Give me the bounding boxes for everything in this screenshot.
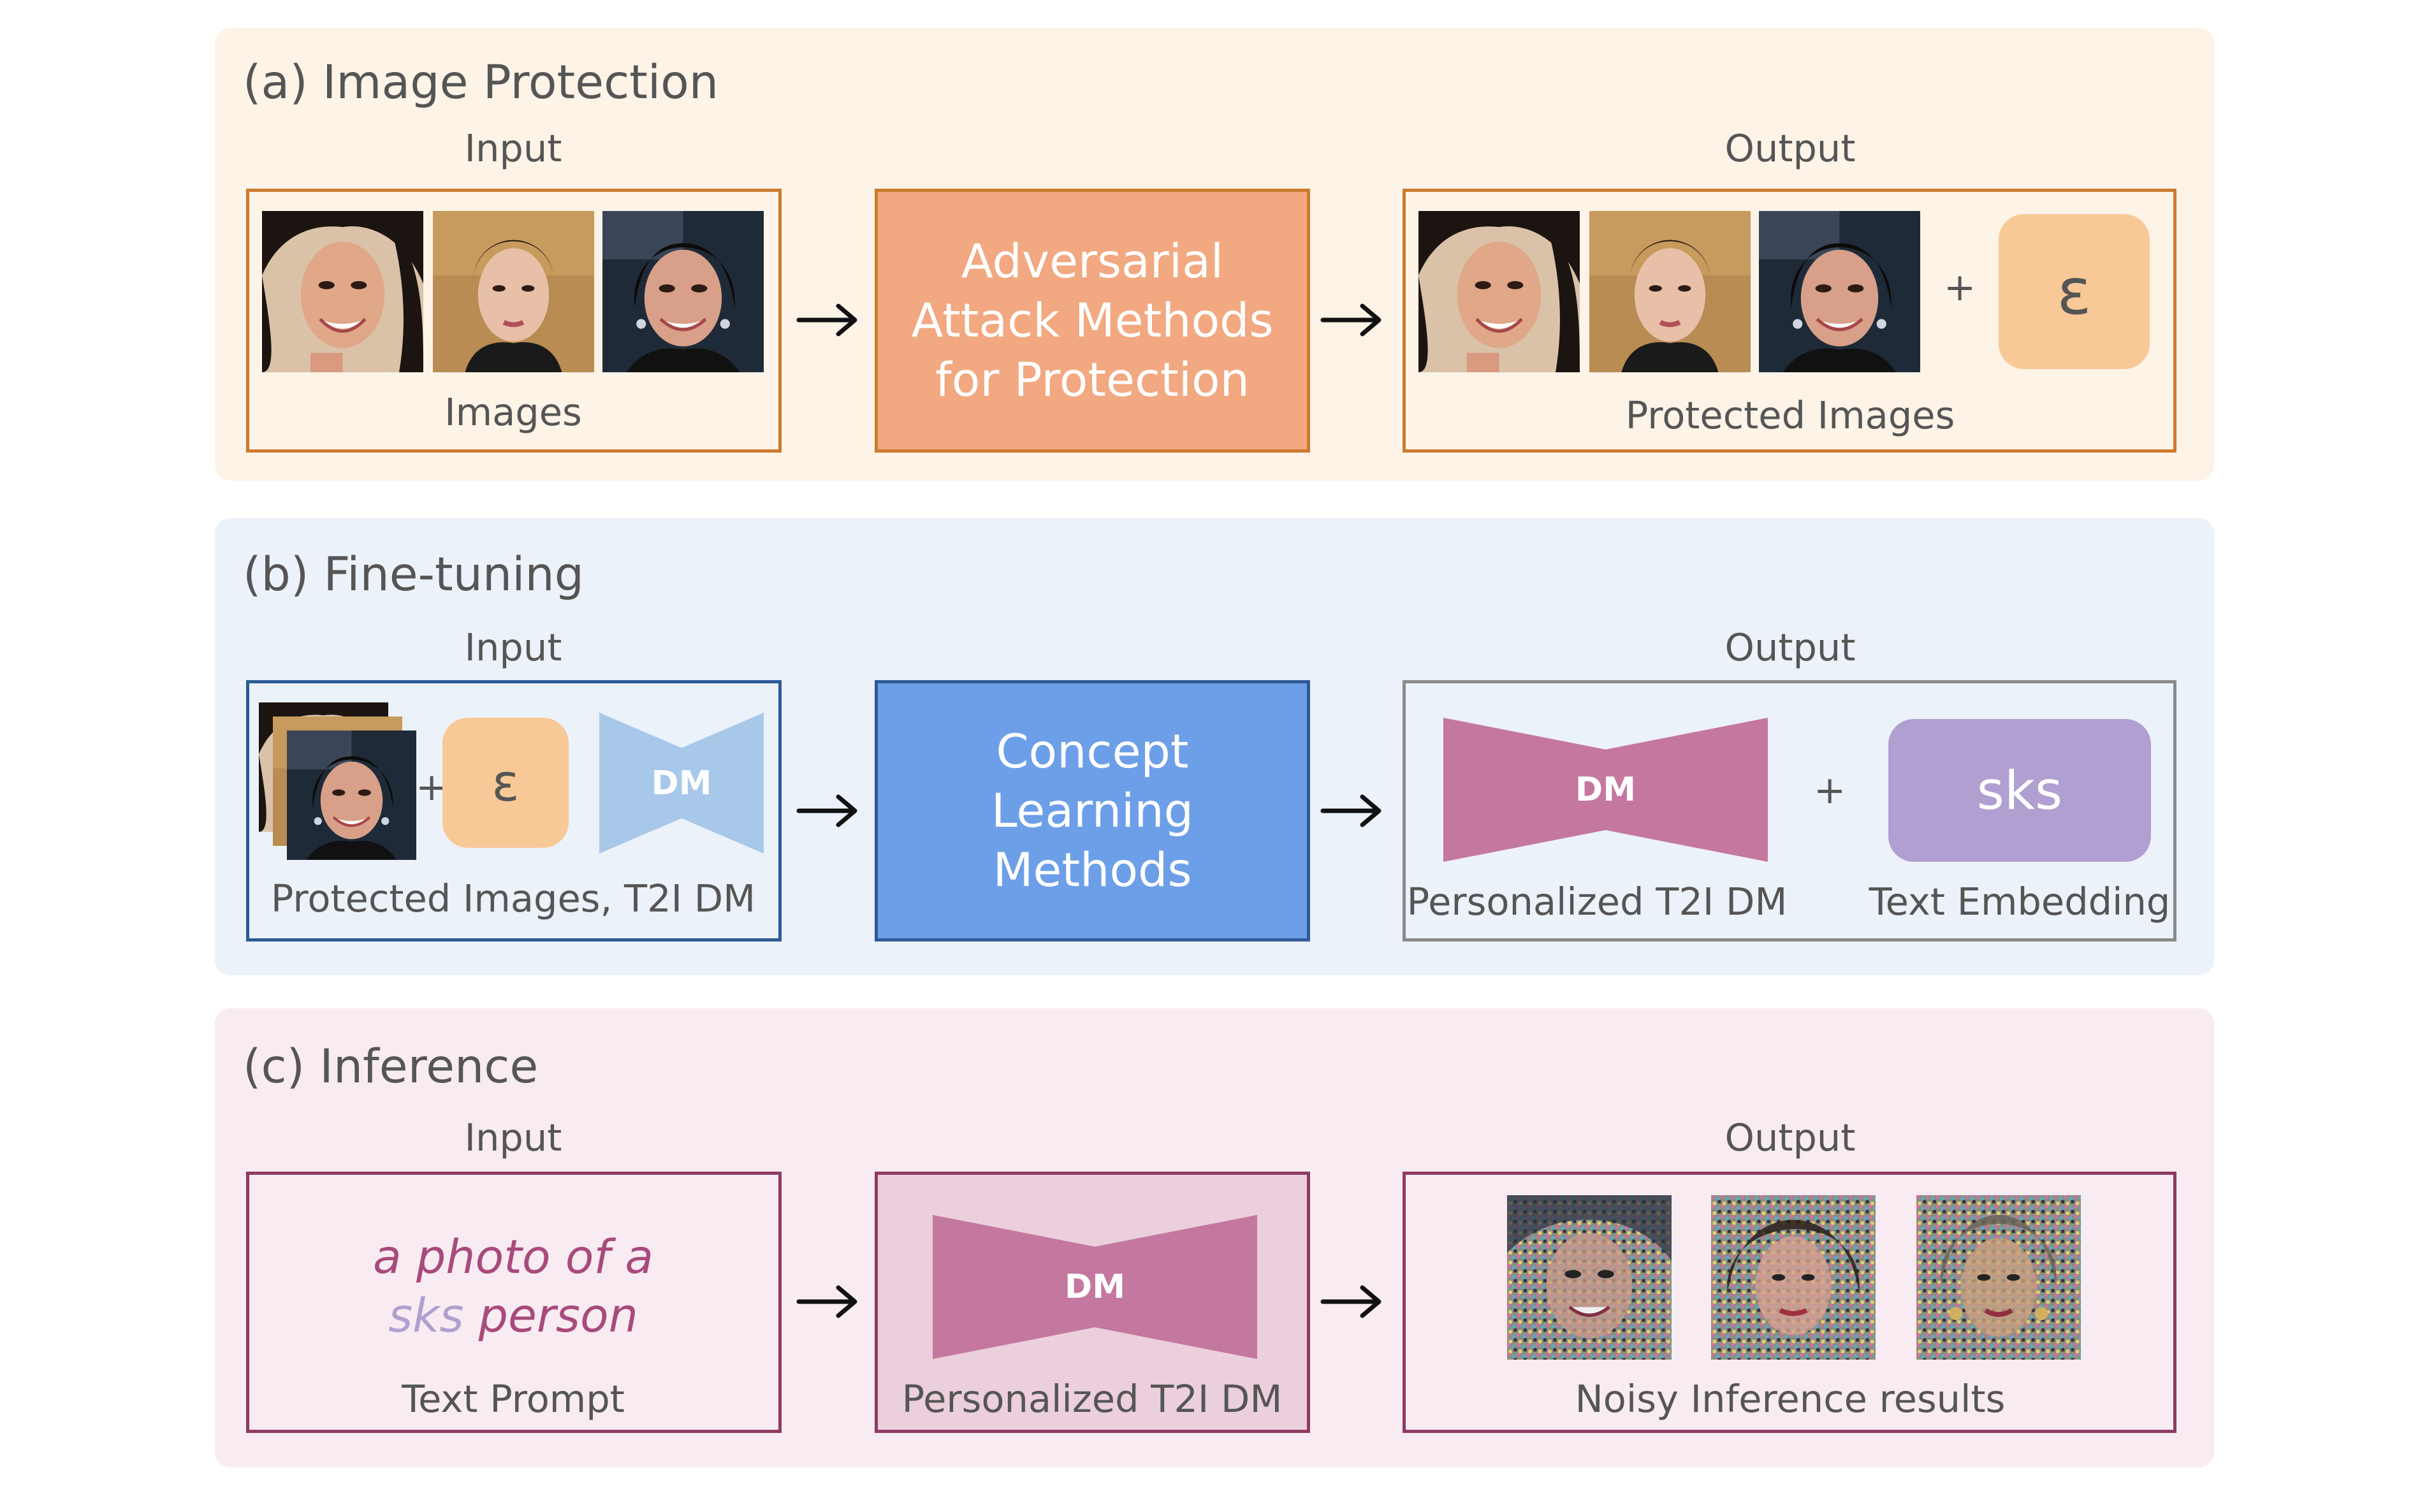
plus-sign: + — [1814, 768, 1846, 813]
method-line: Adversarial — [961, 234, 1224, 289]
face-thumbnail — [433, 211, 594, 372]
face-thumbnail — [287, 731, 416, 860]
panel-b-input-caption: Protected Images, T2I DM — [270, 876, 756, 920]
arrow-right-icon — [796, 301, 860, 339]
arrow-right-icon — [1320, 301, 1384, 339]
panel-a-title: (a) Image Protection — [243, 55, 719, 110]
panel-c-output-label: Output — [1724, 1116, 1856, 1159]
bowtie-dm-icon: DM — [933, 1215, 1257, 1359]
method-line: Methods — [993, 843, 1192, 898]
sks-text-embedding: sks — [1888, 719, 2151, 862]
face-thumbnail — [1759, 211, 1920, 372]
plus-sign: + — [1944, 265, 1976, 310]
bowtie-dm-icon: DM — [599, 713, 764, 854]
noisy-result-image — [1507, 1195, 1672, 1360]
face-thumbnail — [1418, 211, 1580, 372]
panel-b-output-caption-right: Text Embedding — [1869, 880, 2171, 924]
adversarial-attack-method-box: Adversarial Attack Methods for Protectio… — [875, 189, 1310, 453]
panel-a-input-caption: Images — [444, 390, 582, 434]
panel-b-output-caption-left: Personalized T2I DM — [1406, 880, 1788, 924]
panel-c-input-label: Input — [464, 1116, 562, 1159]
dm-label: DM — [1065, 1268, 1125, 1306]
face-thumbnail — [1589, 211, 1751, 372]
face-thumbnail — [262, 211, 423, 372]
panel-a-input-label: Input — [464, 126, 562, 170]
epsilon-perturbation: ε — [1999, 214, 2150, 369]
concept-learning-method-box: Concept Learning Methods — [875, 680, 1310, 941]
arrow-right-icon — [796, 792, 860, 830]
panel-c-output-caption: Noisy Inference results — [1575, 1377, 2006, 1421]
arrow-right-icon — [796, 1283, 860, 1321]
bowtie-dm-icon: DM — [1443, 718, 1768, 862]
method-line: Learning — [991, 783, 1193, 838]
arrow-right-icon — [1320, 1283, 1384, 1321]
panel-c-title: (c) Inference — [243, 1040, 539, 1094]
panel-a-output-caption: Protected Images — [1625, 393, 1955, 437]
dm-label: DM — [651, 764, 712, 803]
noisy-result-image — [1916, 1195, 2081, 1360]
person-token: person — [463, 1289, 638, 1343]
panel-c-input-box — [246, 1172, 782, 1433]
method-line: for Protection — [935, 353, 1250, 407]
dm-label: DM — [1575, 771, 1636, 809]
sks-token: sks — [388, 1289, 464, 1343]
panel-b-title: (b) Fine-tuning — [243, 548, 585, 602]
epsilon-perturbation: ε — [442, 718, 569, 848]
panel-c-middle-caption: Personalized T2I DM — [901, 1377, 1283, 1421]
text-prompt-line1: a photo of a — [373, 1230, 653, 1284]
plus-sign: + — [416, 765, 448, 810]
panel-a-output-label: Output — [1724, 126, 1856, 170]
arrow-right-icon — [1320, 792, 1384, 830]
method-line: Concept — [996, 724, 1189, 779]
noisy-result-image — [1711, 1195, 1876, 1360]
panel-b-output-label: Output — [1724, 625, 1856, 669]
method-line: Attack Methods — [911, 293, 1274, 348]
text-prompt-line2: sks person — [258, 1289, 768, 1343]
panel-b-input-label: Input — [464, 625, 562, 669]
face-thumbnail — [602, 211, 764, 372]
panel-c-input-caption: Text Prompt — [402, 1377, 625, 1421]
